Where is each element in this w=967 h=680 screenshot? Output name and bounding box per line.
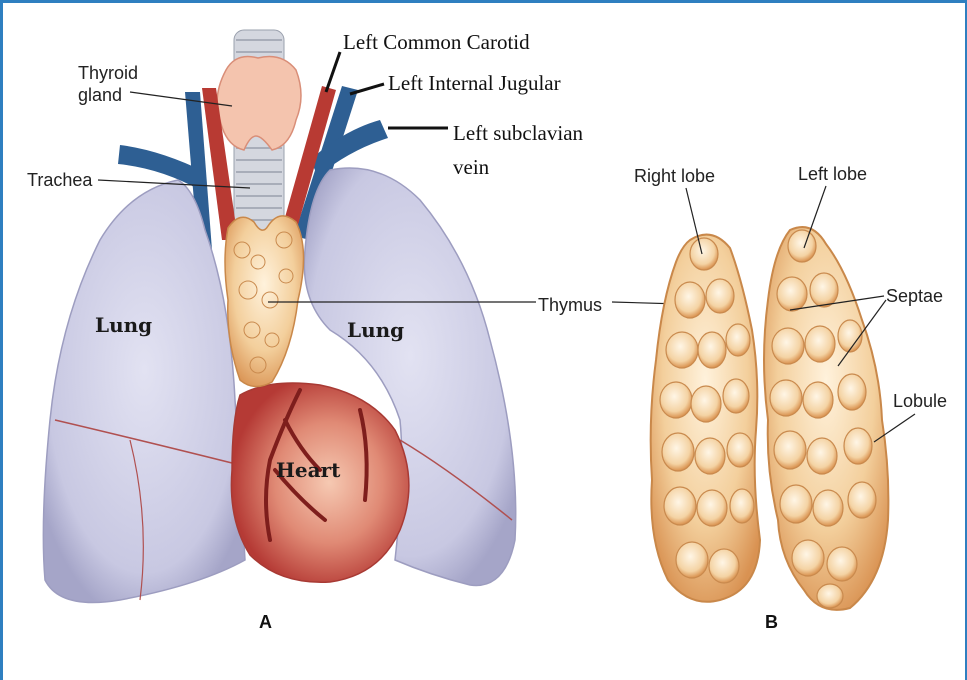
panel-b-illustration [651, 227, 889, 610]
label-lobule: Lobule [893, 391, 947, 411]
label-left-subclavian-line1: Left subclavian [453, 121, 584, 145]
leader-left-internal-jugular [350, 84, 384, 94]
label-panel-b: B [765, 612, 778, 632]
label-lung-right: Lung [347, 318, 404, 342]
label-left-common-carotid: Left Common Carotid [343, 30, 530, 54]
label-left-subclavian-line2: vein [453, 155, 490, 179]
leader-left-common-carotid [326, 52, 340, 92]
thyroid-gland-shape [217, 57, 301, 151]
label-septae: Septae [886, 286, 943, 306]
label-thymus: Thymus [538, 295, 602, 315]
label-panel-a: A [259, 612, 272, 632]
label-right-lobe: Right lobe [634, 166, 715, 186]
label-trachea: Trachea [27, 170, 93, 190]
heart-shape [231, 383, 409, 582]
label-thyroid-line2: gland [78, 85, 122, 105]
label-thyroid-line1: Thyroid [78, 63, 138, 83]
right-lung-shape [43, 180, 245, 603]
label-lung-left: Lung [95, 313, 152, 337]
label-heart: Heart [276, 458, 341, 482]
label-left-internal-jugular: Left Internal Jugular [388, 71, 561, 95]
label-left-lobe: Left lobe [798, 164, 867, 184]
